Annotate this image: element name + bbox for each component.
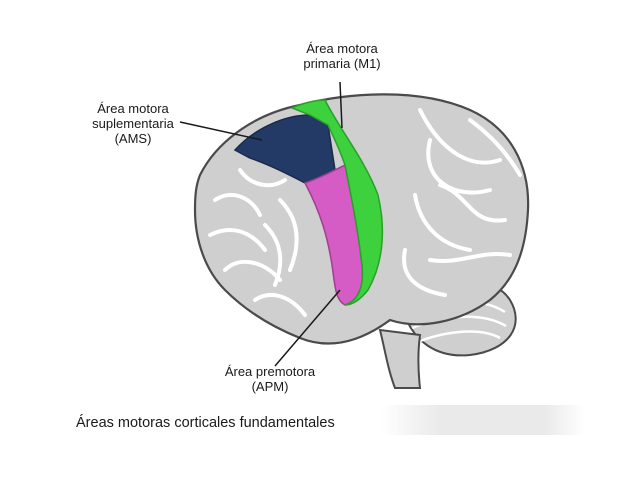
leader-m1 xyxy=(339,81,343,129)
label-ams-line2: suplementaria xyxy=(92,116,174,131)
label-ams-line3: (AMS) xyxy=(114,131,152,146)
label-apm-line1: Área premotora xyxy=(224,364,316,379)
leader-apm xyxy=(274,289,341,367)
brainstem xyxy=(378,328,422,389)
label-ams: Área motora suplementaria (AMS) xyxy=(68,101,198,146)
sulci xyxy=(208,108,522,317)
label-m1-line1: Área motora xyxy=(306,41,378,56)
leader-ams xyxy=(179,121,263,141)
label-apm: Área premotora (APM) xyxy=(210,364,330,394)
label-m1-line2: primaria (M1) xyxy=(303,56,381,71)
label-apm-line2: (APM) xyxy=(251,379,289,394)
figure-caption: Áreas motoras corticales fundamentales xyxy=(76,415,335,431)
label-ams-line1: Área motora xyxy=(97,101,169,116)
label-m1: Área motora primaria (M1) xyxy=(282,41,402,71)
region-m1 xyxy=(290,99,384,306)
scan-artifact-band xyxy=(380,405,585,435)
